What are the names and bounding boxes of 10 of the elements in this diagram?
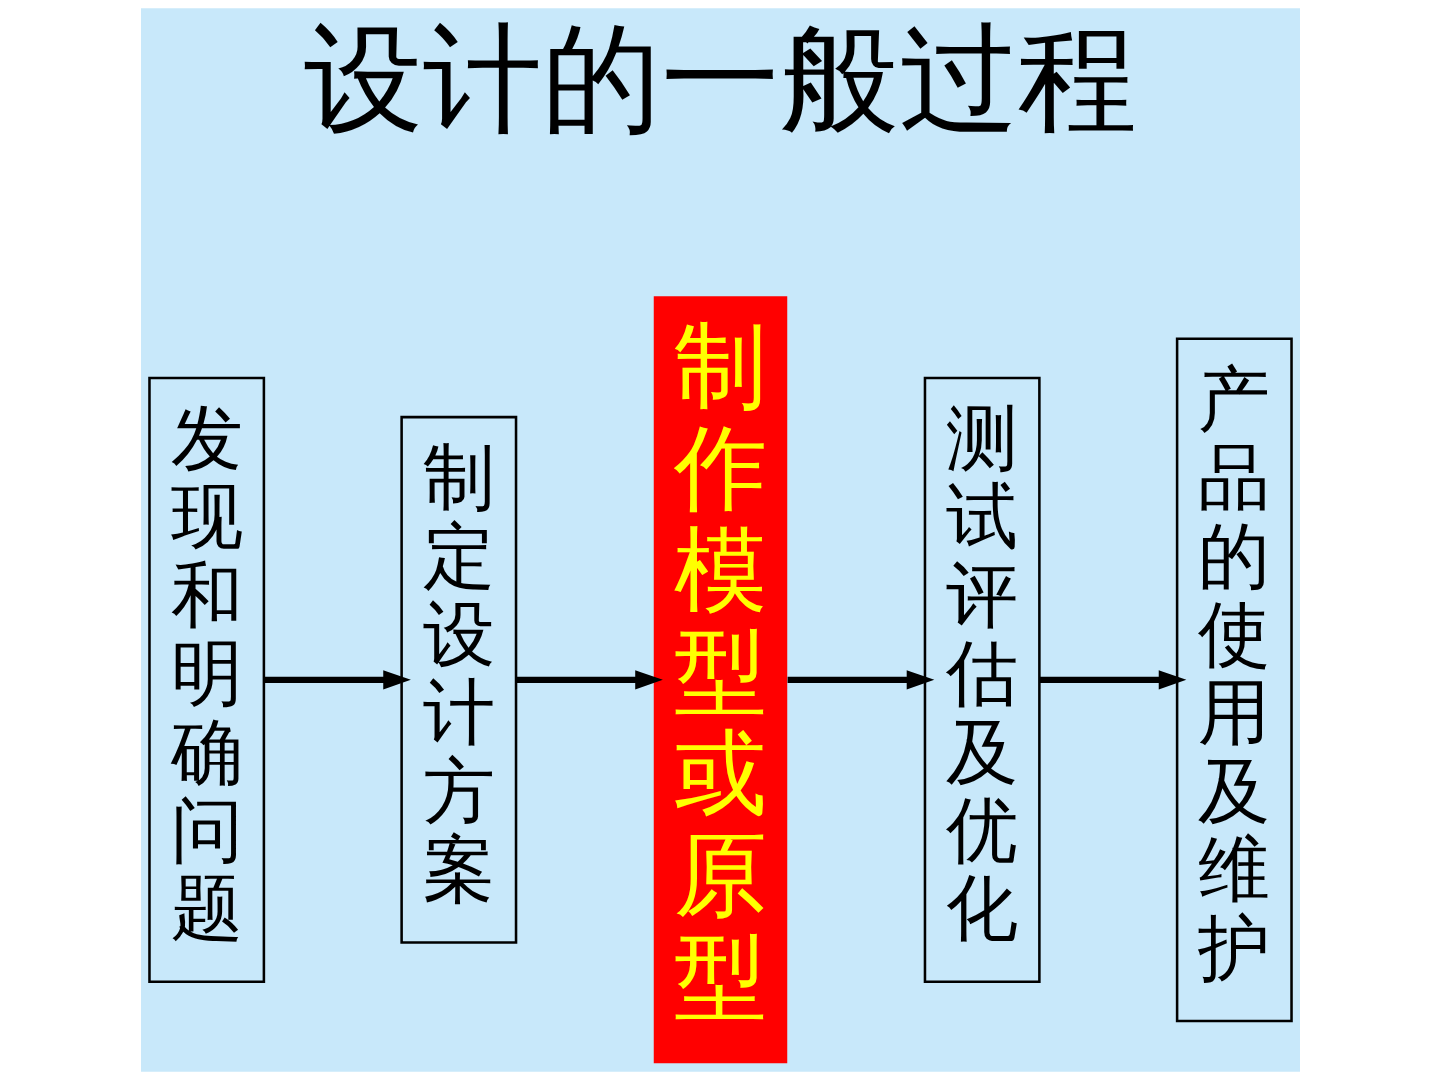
arrow xyxy=(787,670,934,690)
arrow xyxy=(1039,670,1186,690)
arrow xyxy=(515,670,663,690)
node-box: 制作模型或原型 xyxy=(653,296,787,1064)
node-box: 制定设计方案 xyxy=(399,415,517,944)
node-box: 产品的使用及维护 xyxy=(1175,337,1293,1023)
arrow xyxy=(263,670,411,690)
node-box: 发现和明确问题 xyxy=(147,376,265,984)
node-box: 测试评估及优化 xyxy=(923,376,1041,984)
diagram-title: 设计的一般过程 xyxy=(303,10,1137,149)
